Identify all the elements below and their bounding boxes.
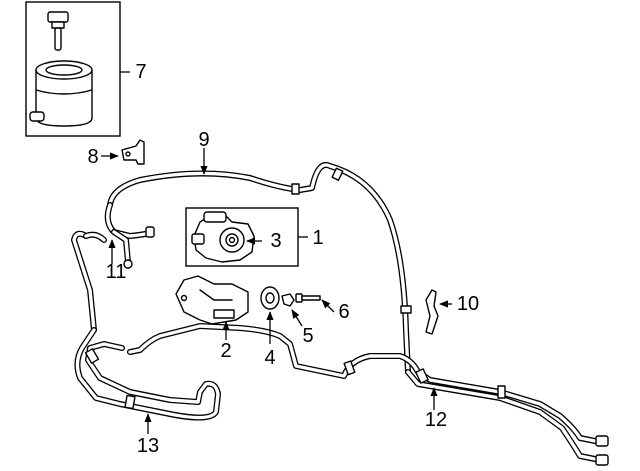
pulley-4: [260, 286, 280, 310]
callout-10: 10: [457, 293, 479, 315]
callout-3: 3: [270, 230, 281, 252]
reservoir-cap: [47, 11, 69, 51]
callout-9: 9: [198, 129, 209, 151]
hose-11: [71, 202, 155, 333]
mounting-bracket-2: [175, 275, 249, 325]
bracket-10: [425, 289, 439, 335]
callout-4: 4: [264, 347, 275, 369]
bracket-8: [121, 139, 145, 165]
power-steering-pump: [191, 211, 255, 263]
callout-6: 6: [338, 301, 349, 323]
callout-7: 7: [135, 61, 146, 83]
callout-11: 11: [106, 261, 127, 283]
return-line-12: [127, 323, 609, 466]
callout-13: 13: [137, 435, 159, 457]
hose-9: [107, 162, 412, 375]
callout-5: 5: [302, 325, 313, 347]
pump-inset: [185, 207, 299, 267]
bolt-6: [295, 293, 321, 303]
callout-12: 12: [425, 409, 447, 431]
reservoir-body: [29, 60, 93, 127]
reservoir-inset: [25, 1, 121, 137]
callout-2: 2: [220, 340, 231, 362]
fitting-5: [281, 293, 295, 307]
callout-8: 8: [87, 146, 98, 168]
cooler-line-13: [74, 327, 221, 421]
callout-1: 1: [312, 227, 323, 249]
